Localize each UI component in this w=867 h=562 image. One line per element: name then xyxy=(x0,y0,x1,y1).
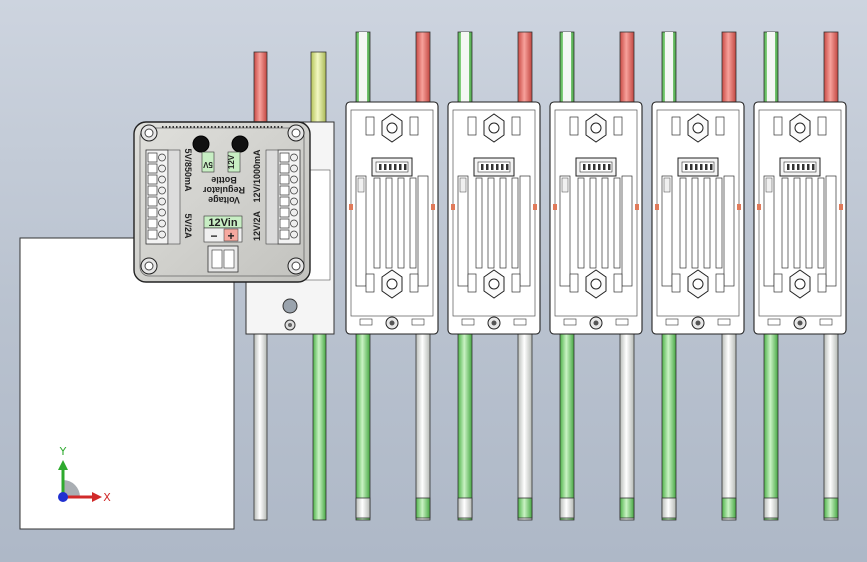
terminal-screw xyxy=(158,219,166,228)
driver-module-3[interactable] xyxy=(549,31,643,521)
wire-white-bottom[interactable] xyxy=(721,333,737,521)
label-5v-2a: 5V/2A xyxy=(183,213,193,239)
wire-red-top[interactable] xyxy=(517,31,533,103)
wire-green-bottom[interactable] xyxy=(661,333,677,521)
terminal-screw xyxy=(158,175,166,184)
wire-white-bottom[interactable] xyxy=(415,333,431,521)
z-axis-icon xyxy=(58,492,68,502)
driver-module-5[interactable] xyxy=(753,31,847,521)
terminal-slot[interactable] xyxy=(279,229,290,240)
board-title-line2: Regulator xyxy=(203,185,246,195)
regulator-wires[interactable] xyxy=(253,51,327,521)
terminal-slot[interactable] xyxy=(147,152,158,163)
wire-red[interactable] xyxy=(253,51,268,123)
terminal-screw xyxy=(290,164,298,173)
red-marker xyxy=(553,204,557,210)
red-marker xyxy=(431,204,435,210)
wire-green-bottom[interactable] xyxy=(457,333,473,521)
plus-sign: + xyxy=(227,229,234,243)
label-12v-1000ma: 12V/1000mA xyxy=(252,149,262,203)
terminal-slot[interactable] xyxy=(147,207,158,218)
adjust-knob-12v[interactable] xyxy=(231,135,249,153)
base-plate[interactable] xyxy=(19,237,235,530)
red-marker xyxy=(655,204,659,210)
wire-white-bottom[interactable] xyxy=(823,333,839,521)
driver-module-4[interactable] xyxy=(651,31,745,521)
terminal-screw xyxy=(158,197,166,206)
wire-green-lower[interactable] xyxy=(312,333,327,521)
x-axis-label: X xyxy=(103,491,111,504)
right-terminal-block[interactable] xyxy=(265,149,301,245)
red-marker xyxy=(839,204,843,210)
module-row[interactable] xyxy=(345,31,847,521)
terminal-slot[interactable] xyxy=(279,174,290,185)
label-12v: 12V xyxy=(227,154,236,169)
wire-green-bottom[interactable] xyxy=(355,333,371,521)
red-marker xyxy=(757,204,761,210)
terminal-slot[interactable] xyxy=(147,218,158,229)
label-5v: 5V xyxy=(202,160,212,169)
terminal-slot[interactable] xyxy=(279,163,290,174)
terminal-slot[interactable] xyxy=(279,152,290,163)
terminal-slot[interactable] xyxy=(147,229,158,240)
corner-screw xyxy=(140,124,305,275)
terminal-screw xyxy=(290,186,298,195)
terminal-screw xyxy=(290,208,298,217)
minus-sign: − xyxy=(210,229,217,243)
left-terminal-block[interactable] xyxy=(145,149,181,245)
terminal-slot[interactable] xyxy=(147,163,158,174)
label-12vin: 12Vin xyxy=(208,217,237,229)
board-title-line3: Bottle xyxy=(211,175,237,185)
terminal-slot[interactable] xyxy=(147,185,158,196)
wire-red-top[interactable] xyxy=(415,31,431,103)
driver-module-1[interactable] xyxy=(345,31,439,521)
wire-white-bottom[interactable] xyxy=(619,333,635,521)
wire-red-top[interactable] xyxy=(619,31,635,103)
terminal-screw xyxy=(290,219,298,228)
terminal-slot[interactable] xyxy=(279,207,290,218)
wire-white-lower[interactable] xyxy=(253,333,268,521)
wire-green-bottom[interactable] xyxy=(763,333,779,521)
wire-white-bottom[interactable] xyxy=(517,333,533,521)
terminal-screw xyxy=(158,153,166,162)
red-marker xyxy=(635,204,639,210)
red-marker xyxy=(533,204,537,210)
terminal-screw xyxy=(290,175,298,184)
terminal-slot[interactable] xyxy=(147,196,158,207)
wire-green-bottom[interactable] xyxy=(559,333,575,521)
label-5v-850ma: 5V/850mA xyxy=(183,148,193,192)
y-axis-label: Y xyxy=(59,445,67,458)
wire-red-top[interactable] xyxy=(721,31,737,103)
terminal-screw xyxy=(158,230,166,239)
driver-module-2[interactable] xyxy=(447,31,541,521)
red-marker xyxy=(349,204,353,210)
terminal-screw xyxy=(158,208,166,217)
terminal-screw xyxy=(158,186,166,195)
red-marker xyxy=(451,204,455,210)
board-title-line1: Voltage xyxy=(208,195,240,205)
wire-yellow[interactable] xyxy=(310,51,327,123)
indicator-led xyxy=(282,298,298,314)
terminal-slot[interactable] xyxy=(147,174,158,185)
terminal-slot[interactable] xyxy=(279,196,290,207)
terminal-slot[interactable] xyxy=(279,185,290,196)
terminal-screw xyxy=(158,164,166,173)
terminal-slot[interactable] xyxy=(279,218,290,229)
terminal-screw xyxy=(290,153,298,162)
terminal-screw xyxy=(290,197,298,206)
red-marker xyxy=(737,204,741,210)
label-12v-2a: 12V/2A xyxy=(252,210,262,241)
terminal-screw xyxy=(290,230,298,239)
adjust-knob-5v[interactable] xyxy=(192,135,210,153)
axis-triad: Y X xyxy=(58,445,111,504)
voltage-regulator-board[interactable]: 5V/850mA 5V/2A 12V/1000mA 12V/2A 5V 12V … xyxy=(133,121,311,283)
wire-red-top[interactable] xyxy=(823,31,839,103)
power-input-connector[interactable]: 12Vin − + xyxy=(203,215,243,273)
